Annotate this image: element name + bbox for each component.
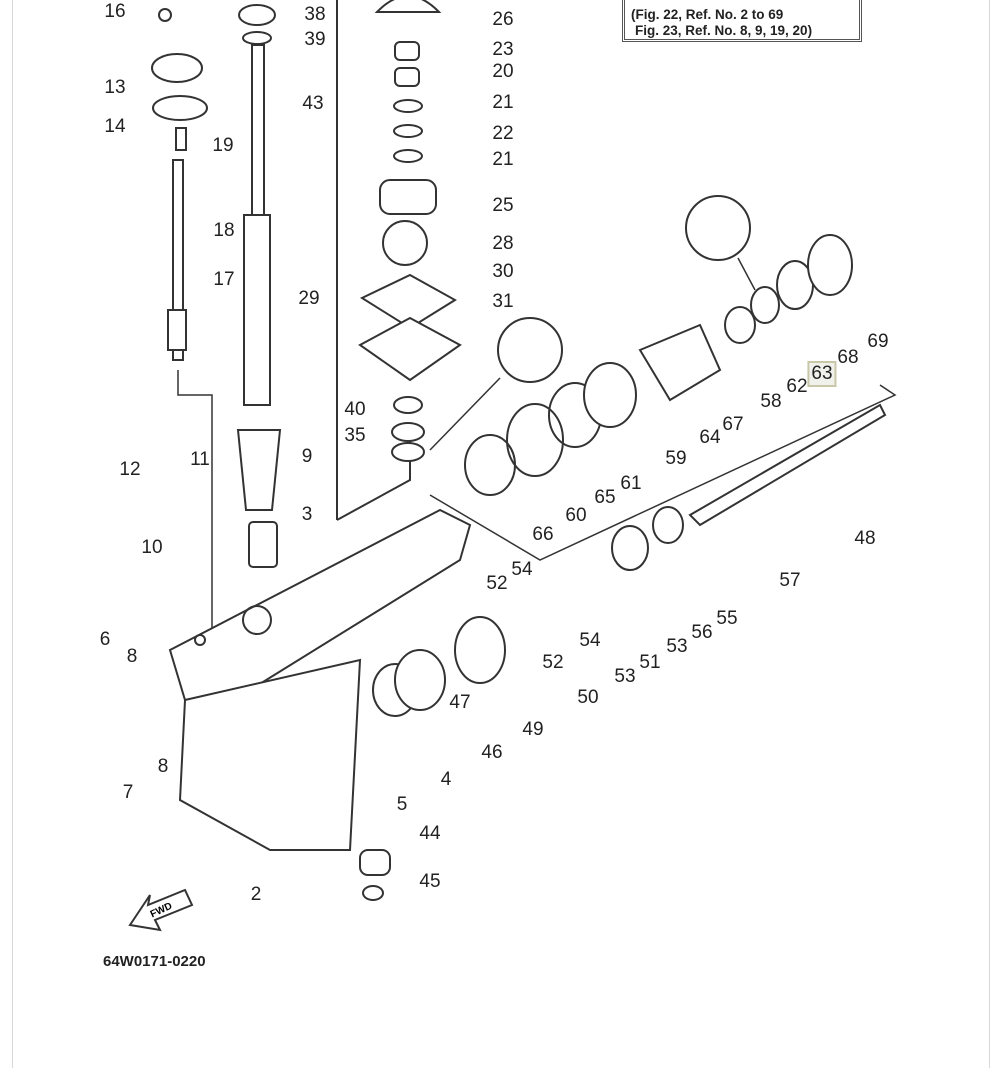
drawing-code: 64W0171-0220: [103, 953, 206, 970]
callout-11: 11: [190, 449, 210, 470]
note-line-2: Fig. 23, Ref. No. 8, 9, 19, 20): [635, 23, 813, 38]
callout-17: 17: [213, 269, 235, 290]
leader-line: [177, 370, 213, 640]
callout-8: 8: [157, 756, 169, 777]
callout-65: 65: [594, 487, 616, 508]
callout-59: 59: [665, 448, 687, 469]
needle-bearing: [248, 521, 278, 568]
callout-6: 6: [99, 629, 111, 650]
callout-4: 4: [440, 769, 452, 790]
callout-53: 53: [666, 636, 688, 657]
callout-61: 61: [620, 473, 642, 494]
sleeve: [236, 429, 282, 511]
callout-30: 30: [492, 261, 514, 282]
callout-40: 40: [344, 399, 366, 420]
callout-66: 66: [532, 524, 554, 545]
callout-3: 3: [301, 504, 313, 525]
callout-21: 21: [492, 149, 514, 170]
callout-12: 12: [119, 459, 141, 480]
callout-2: 2: [250, 884, 262, 905]
callout-52: 52: [542, 652, 564, 673]
detail-circle: [685, 195, 751, 261]
callout-16: 16: [104, 1, 126, 22]
callout-8: 8: [126, 646, 138, 667]
callout-54: 54: [579, 630, 601, 651]
o-ring-14: [152, 95, 208, 121]
callout-58: 58: [760, 391, 782, 412]
callout-53: 53: [614, 666, 636, 687]
callout-57: 57: [779, 570, 801, 591]
fwd-arrow: [128, 888, 194, 932]
callout-18: 18: [213, 220, 235, 241]
callout-7: 7: [122, 782, 134, 803]
callout-43: 43: [302, 93, 324, 114]
callout-60: 60: [565, 505, 587, 526]
callout-46: 46: [481, 742, 503, 763]
callout-51: 51: [639, 652, 661, 673]
callout-19: 19: [212, 135, 234, 156]
callout-52: 52: [486, 573, 508, 594]
callout-13: 13: [104, 77, 126, 98]
callout-29: 29: [298, 288, 320, 309]
note-line-1: (Fig. 22, Ref. No. 2 to 69: [631, 7, 784, 22]
callout-20: 20: [492, 61, 514, 82]
lower-case: [178, 658, 362, 851]
page-frame: [12, 0, 990, 1068]
callout-50: 50: [577, 687, 599, 708]
callout-26: 26: [492, 9, 514, 30]
callout-22: 22: [492, 123, 514, 144]
spring-19: [175, 127, 187, 151]
drive-shaft: [251, 44, 265, 216]
pinion-44: [359, 849, 391, 876]
detail-circle: [497, 317, 563, 383]
callout-56: 56: [691, 622, 713, 643]
bearing-59: [583, 362, 637, 428]
callout-54: 54: [511, 559, 533, 580]
pump-cap: [374, 0, 442, 13]
callout-38: 38: [304, 4, 326, 25]
callout-62: 62: [786, 376, 808, 397]
callout-55: 55: [716, 608, 738, 629]
cover-13: [151, 53, 203, 83]
pump-plate: [359, 273, 457, 330]
shim-60: [506, 403, 564, 477]
callout-23: 23: [492, 39, 514, 60]
callout-39: 39: [304, 29, 326, 50]
callout-67: 67: [722, 414, 744, 435]
callout-9: 9: [301, 446, 313, 467]
callout-25: 25: [492, 195, 514, 216]
bearing-4: [394, 649, 446, 711]
pinion-gear: [454, 616, 506, 684]
callout-10: 10: [141, 537, 163, 558]
callout-45: 45: [419, 871, 441, 892]
impeller: [382, 220, 428, 266]
callout-28: 28: [492, 233, 514, 254]
callout-69: 69: [867, 331, 889, 352]
shift-rod: [172, 159, 184, 361]
callout-47: 47: [449, 692, 471, 713]
callout-49: 49: [522, 719, 544, 740]
carrier-58: [638, 323, 722, 402]
gasket: [358, 316, 462, 382]
callout-21: 21: [492, 92, 514, 113]
pump-housing: [379, 179, 437, 215]
callout-68: 68: [837, 347, 859, 368]
ring-nut-69: [807, 234, 853, 296]
callout-48: 48: [854, 528, 876, 549]
callout-31: 31: [492, 291, 514, 312]
callout-44: 44: [419, 823, 441, 844]
callout-14: 14: [104, 116, 126, 137]
gear-56: [611, 525, 649, 571]
figure-reference-note: (Fig. 22, Ref. No. 2 to 69 Fig. 23, Ref.…: [622, 0, 862, 42]
propeller-shaft: [688, 403, 887, 527]
callout-63[interactable]: 63: [807, 361, 837, 387]
callout-64: 64: [699, 427, 721, 448]
callout-5: 5: [396, 794, 408, 815]
callout-35: 35: [344, 425, 366, 446]
